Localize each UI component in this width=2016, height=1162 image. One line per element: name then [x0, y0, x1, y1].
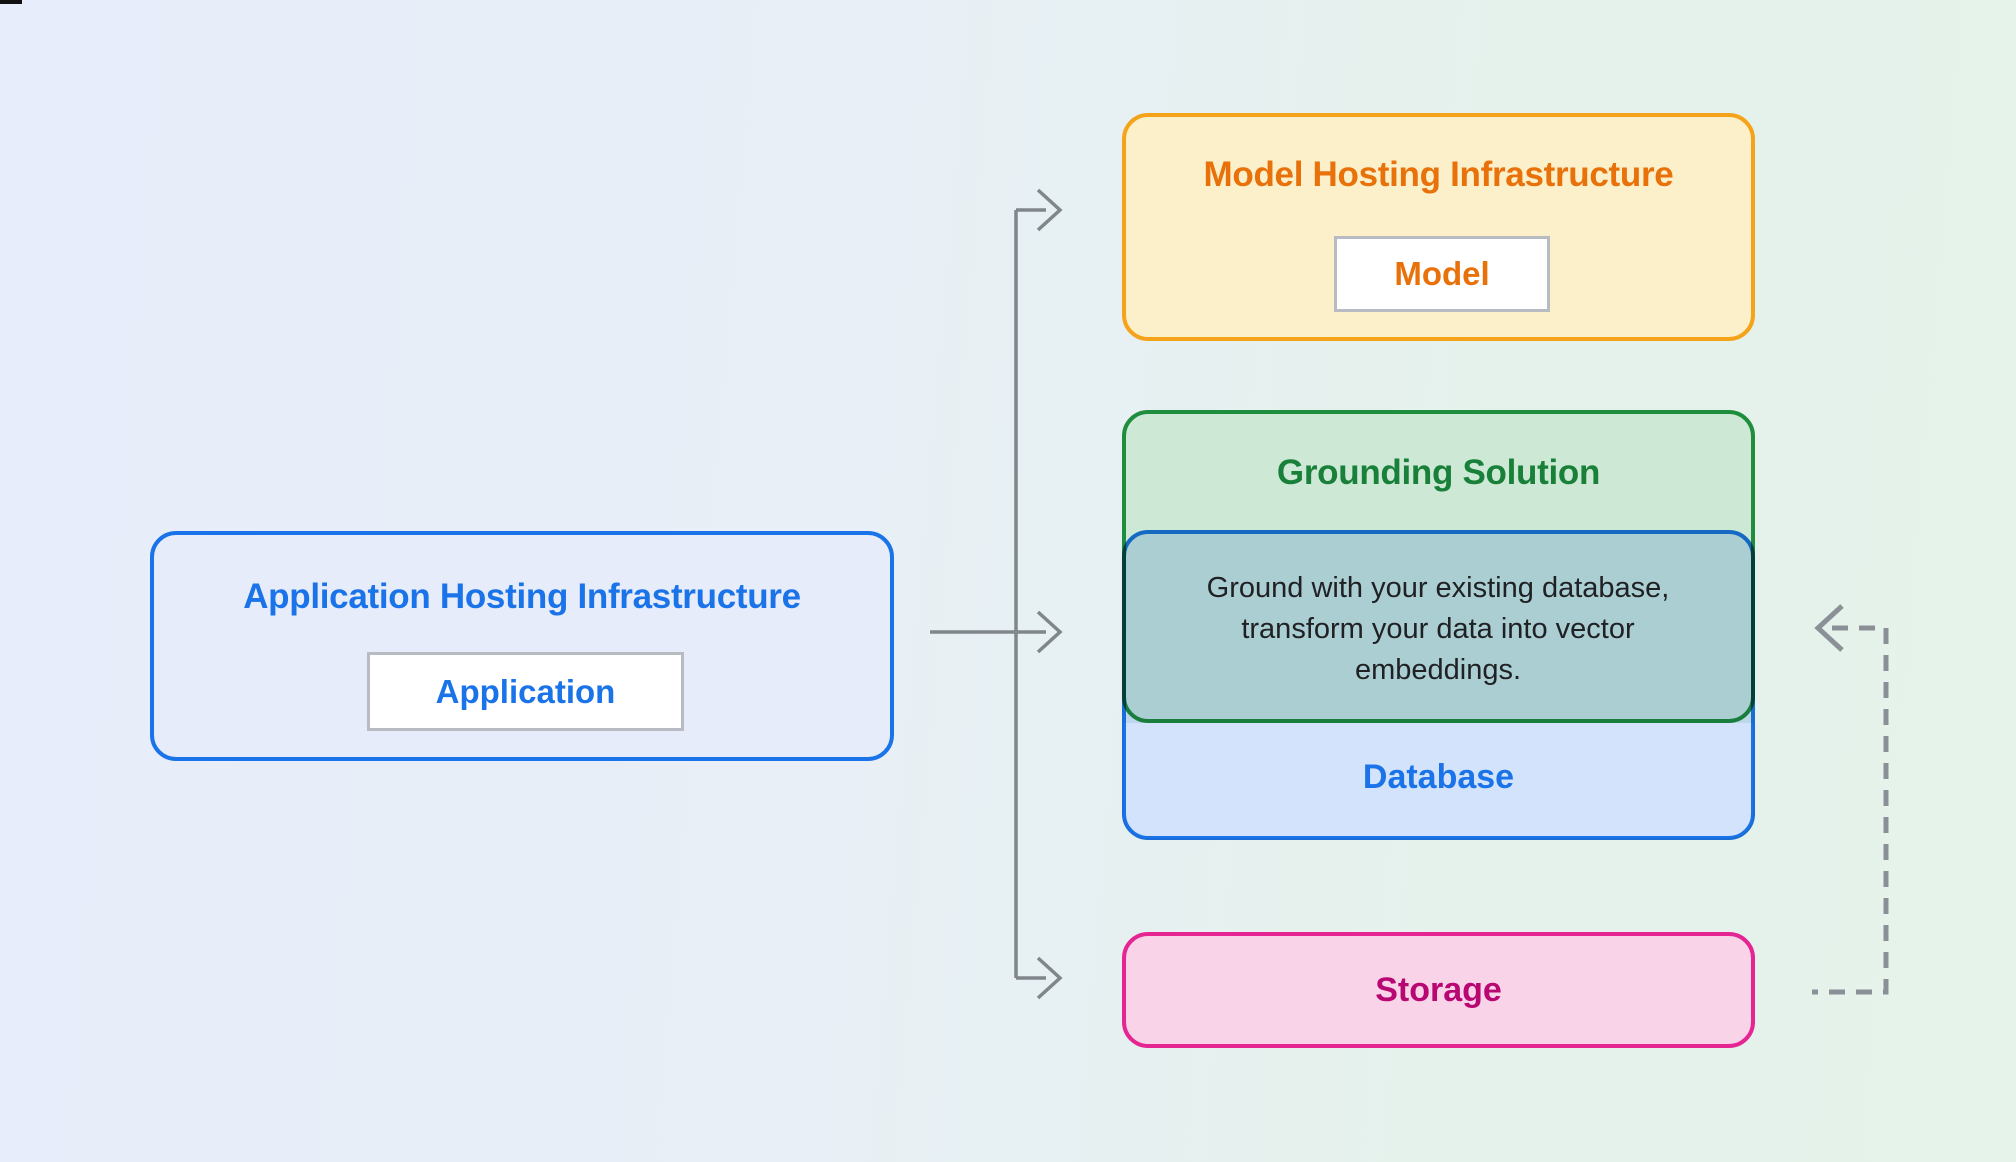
storage-label: Storage [1375, 970, 1502, 1009]
application-hosting-box: Application Hosting Infrastructure Appli… [150, 531, 894, 761]
storage-box: Storage [1122, 932, 1755, 1048]
arrowhead-to-grounding-icon [1036, 610, 1063, 654]
model-hosting-title: Model Hosting Infrastructure [1203, 155, 1674, 194]
model-hosting-box: Model Hosting Infrastructure Model [1122, 113, 1755, 341]
solid-branch-arrows [930, 188, 1063, 1000]
arrowhead-left-icon [1814, 604, 1844, 652]
window-corner-artifact [0, 0, 22, 4]
dashed-line [1812, 625, 1889, 995]
model-chip-label: Model [1394, 255, 1490, 292]
database-box [1122, 530, 1755, 840]
grounding-description: Ground with your existing database, tran… [1206, 572, 1670, 686]
application-chip-label: Application [435, 672, 616, 710]
arrowhead-to-model-icon [1036, 188, 1063, 232]
branch-lines [930, 208, 1046, 980]
database-label: Database [1362, 758, 1515, 796]
grounding-solution-title: Grounding Solution [1276, 453, 1601, 492]
model-chip: Model [1334, 236, 1550, 312]
application-chip: Application [367, 652, 684, 731]
application-hosting-title: Application Hosting Infrastructure [243, 577, 801, 616]
dashed-feedback-arrow [1812, 604, 1889, 995]
arrowhead-to-storage-icon [1036, 956, 1063, 1000]
